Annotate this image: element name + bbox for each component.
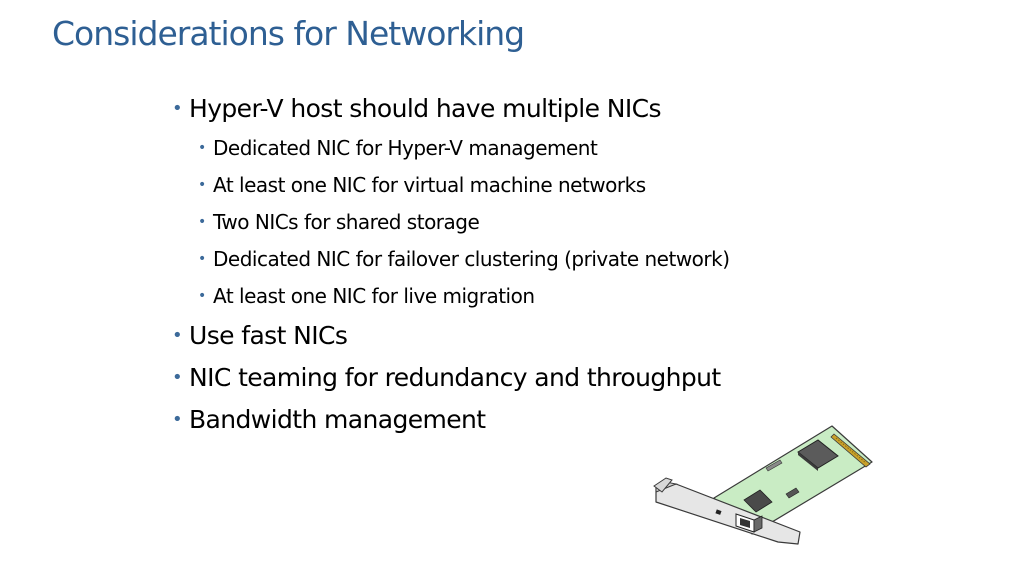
bullet-list: Hyper-V host should have multiple NICs D… (172, 88, 730, 441)
bullet-item: Use fast NICs (172, 315, 730, 357)
sub-bullet-item: At least one NIC for virtual machine net… (172, 167, 730, 204)
sub-bullet-item: Dedicated NIC for Hyper-V management (172, 130, 730, 167)
slide-title: Considerations for Networking (52, 14, 525, 53)
bullet-item: Bandwidth management (172, 399, 730, 441)
network-interface-card-icon (653, 425, 873, 545)
sub-bullet-item: Two NICs for shared storage (172, 204, 730, 241)
bullet-item: Hyper-V host should have multiple NICs (172, 88, 730, 130)
sub-bullet-item: At least one NIC for live migration (172, 278, 730, 315)
bullet-item: NIC teaming for redundancy and throughpu… (172, 357, 730, 399)
sub-bullet-item: Dedicated NIC for failover clustering (p… (172, 241, 730, 278)
